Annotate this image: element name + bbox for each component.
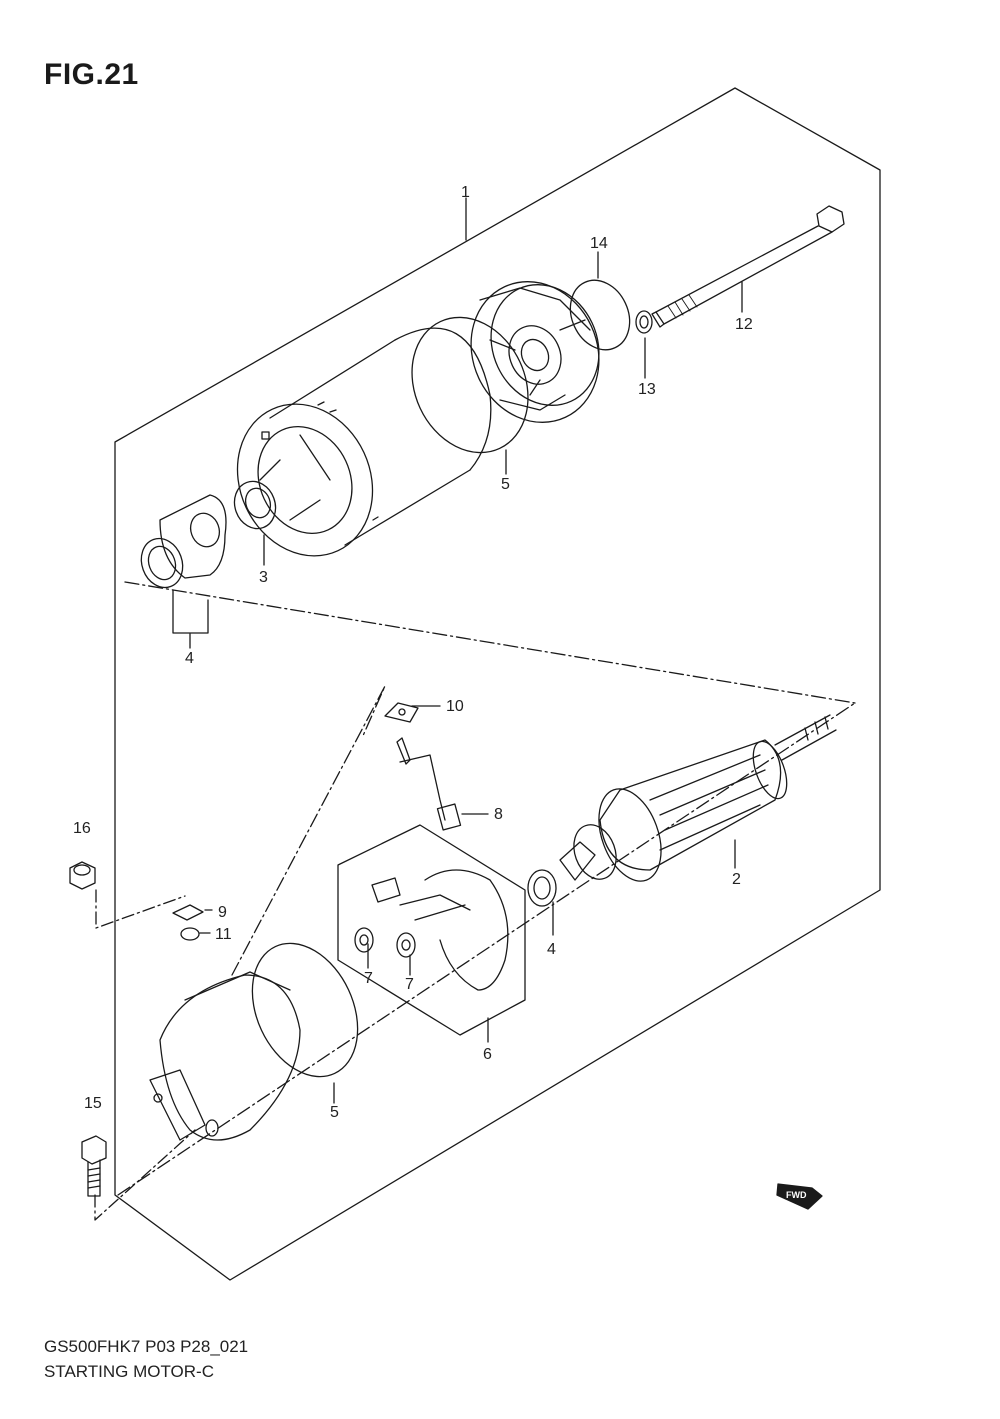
- bolt-12-illustration: [651, 205, 845, 328]
- axis-line-lower: [117, 702, 856, 1196]
- part-label-5-upper: 5: [501, 476, 510, 493]
- part-label-6: 6: [483, 1046, 492, 1063]
- figure-title: FIG.21: [44, 58, 139, 91]
- part-label-7-right: 7: [405, 976, 414, 993]
- cover-cone-line: [231, 685, 386, 976]
- yoke-housing-illustration: [236, 327, 492, 557]
- o-ring-5-upper-illustration: [411, 316, 529, 454]
- armature-2-illustration: [559, 714, 837, 882]
- bolt-15-guide-line: [94, 1129, 196, 1221]
- part-label-15: 15: [84, 1095, 102, 1112]
- o-ring-11-illustration: [180, 927, 200, 941]
- brush-8-illustration: [396, 737, 462, 831]
- assembly-boundary: [114, 87, 881, 1281]
- brush-7-left-illustration: [354, 927, 374, 953]
- bolt-15-illustration: [81, 1135, 107, 1197]
- part-label-2: 2: [732, 871, 741, 888]
- part-label-4-lower: 4: [547, 941, 556, 958]
- part-label-14: 14: [590, 235, 608, 252]
- brush-7-right-illustration: [396, 932, 416, 958]
- diagram-code: GS500FHK7 P03 P28_021: [44, 1337, 249, 1356]
- part-label-1: 1: [461, 184, 470, 201]
- part-label-4-upper: 4: [185, 650, 194, 667]
- o-ring-14-illustration: [569, 279, 631, 351]
- part-label-16: 16: [73, 820, 91, 837]
- rear-bracket-illustration: [470, 281, 600, 423]
- part-label-12: 12: [735, 316, 753, 333]
- front-cover-illustration: [149, 971, 301, 1141]
- o-ring-5-lower-illustration: [251, 942, 359, 1078]
- nut-10-illustration: [384, 702, 419, 723]
- part-label-3: 3: [259, 569, 268, 586]
- washer-set-4-upper-illustration: [140, 494, 227, 589]
- nut-16-guide-line: [95, 889, 186, 929]
- brush-holder-6-illustration: [371, 869, 509, 991]
- brush-holder-group-outline: [337, 824, 526, 1036]
- fwd-direction-arrow: FWD: [776, 1183, 823, 1210]
- part-label-8: 8: [494, 806, 503, 823]
- part-label-9: 9: [218, 904, 227, 921]
- nut-16-illustration: [69, 861, 96, 890]
- part-label-5-lower: 5: [330, 1104, 339, 1121]
- part-label-11: 11: [215, 926, 232, 943]
- leader-lines: [172, 197, 743, 1104]
- figure-footer: GS500FHK7 P03 P28_021 STARTING MOTOR-C: [44, 1334, 248, 1384]
- axis-line-upper: [124, 581, 856, 704]
- bearing-3-illustration: [233, 480, 277, 530]
- nut-9-illustration: [172, 904, 204, 921]
- fwd-arrow-label: FWD: [786, 1190, 807, 1200]
- washer-4-lower-illustration: [527, 869, 557, 907]
- part-label-13: 13: [638, 381, 656, 398]
- part-label-7-left: 7: [364, 970, 373, 987]
- washer-13-illustration: [635, 310, 653, 334]
- part-label-10: 10: [446, 698, 464, 715]
- diagram-caption: STARTING MOTOR-C: [44, 1362, 214, 1381]
